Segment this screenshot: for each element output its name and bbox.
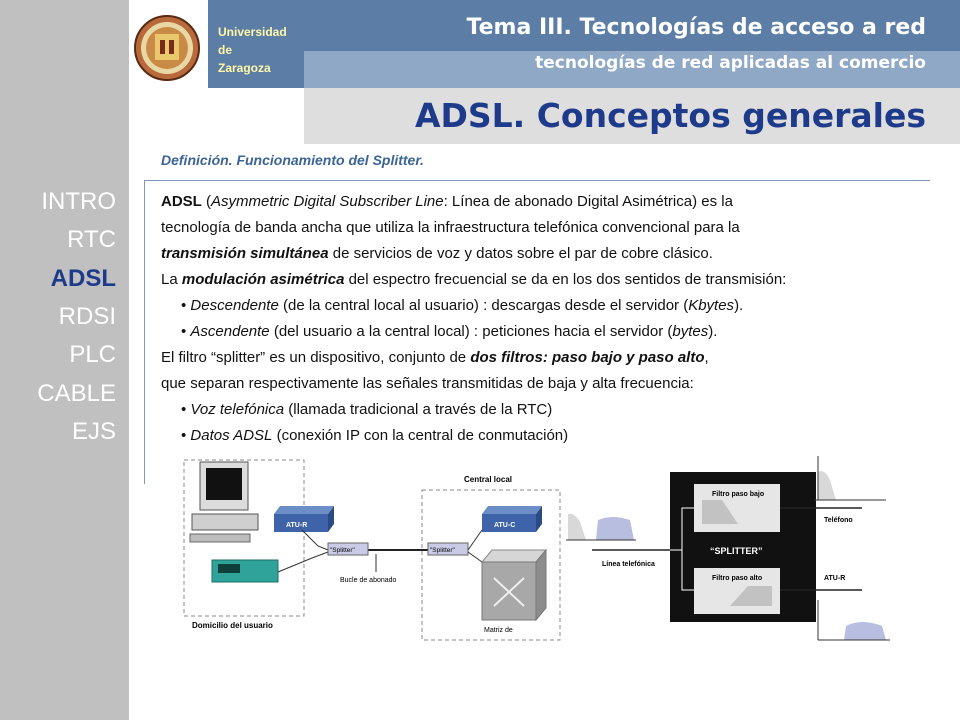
term-italic: Ascendente (190, 323, 270, 340)
phone-output-label: Teléfono (824, 517, 853, 524)
nav-item-intro[interactable]: INTRO (41, 188, 116, 215)
splitter-label: "Splitter" (330, 547, 356, 554)
bullet-item: • Ascendente (del usuario a la central l… (161, 319, 921, 345)
input-spectrum-icon (566, 513, 636, 541)
text-span: La (161, 271, 182, 288)
text-line: El filtro “splitter” es un dispositivo, … (161, 345, 921, 371)
term-bold-italic: dos filtros: paso bajo y paso alto (470, 349, 705, 366)
bullet-item: • Descendente (de la central local al us… (161, 293, 921, 319)
term: ADSL (161, 193, 202, 210)
bullet: • (181, 401, 191, 418)
term-italic: bytes (672, 323, 709, 340)
text-span: , (704, 349, 709, 366)
bullet: • (181, 297, 191, 314)
atu-c-device: ATU-C (482, 506, 542, 532)
divider (144, 180, 930, 181)
university-block: Universidad de Zaragoza (208, 0, 304, 88)
bullet-item: • Voz telefónica (llamada tradicional a … (161, 397, 921, 423)
text-line: La modulación asimétrica del espectro fr… (161, 267, 921, 293)
high-pass-filter-box (694, 568, 780, 614)
wire (467, 529, 483, 551)
text-span: : Línea de abonado Digital Asimétrica) e… (443, 193, 733, 210)
university-seal-logo (133, 14, 201, 82)
matrix-label: Matriz de (484, 627, 513, 634)
central-office-box (421, 489, 561, 641)
section-heading: Definición. Funcionamiento del Splitter. (161, 152, 424, 168)
university-name-line: de (218, 43, 233, 57)
voice-spectrum-icon (814, 456, 886, 501)
text-span: ). (708, 323, 718, 340)
topic-subtitle: tecnologías de red aplicadas al comercio (535, 53, 926, 73)
text-span: de servicios de voz y datos sobre el par… (328, 245, 713, 262)
low-pass-filter-box (694, 484, 780, 532)
text-line: ADSL (Asymmetric Digital Subscriber Line… (161, 189, 921, 215)
nav-item-adsl[interactable]: ADSL (50, 265, 116, 292)
term-italic: Asymmetric Digital Subscriber Line (211, 193, 444, 210)
splitter-title: “SPLITTER” (710, 546, 763, 556)
atu-c-label: ATU-C (494, 522, 515, 529)
term-italic: Descendente (190, 297, 279, 314)
text-span: El filtro “splitter” es un dispositivo, … (161, 349, 471, 366)
atu-r-label: ATU-R (286, 522, 307, 529)
university-name-line: Zaragoza (218, 61, 271, 75)
splitter-label: "Splitter" (430, 547, 456, 554)
wire (681, 507, 694, 550)
telephone-icon (211, 559, 279, 583)
text-span: (del usuario a la central local) : petic… (269, 323, 673, 340)
header-band (304, 0, 960, 51)
wire (681, 550, 694, 591)
page-title: ADSL. Conceptos generales (414, 96, 926, 135)
splitter-central (427, 542, 469, 556)
nav-item-rtc[interactable]: RTC (67, 226, 116, 253)
text-line: tecnología de banda ancha que utiliza la… (161, 219, 740, 236)
nav-item-ejs[interactable]: EJS (71, 418, 116, 445)
wire (467, 551, 483, 563)
nav-item-plc[interactable]: PLC (69, 341, 116, 368)
text-span: (conexión IP con la central de conmutaci… (272, 427, 569, 444)
term-italic: Voz telefónica (190, 401, 285, 418)
body-text: ADSL (Asymmetric Digital Subscriber Line… (161, 189, 921, 449)
switching-matrix-icon (480, 548, 548, 622)
bullet: • (181, 323, 191, 340)
text-span: ). (734, 297, 744, 314)
computer-icon (189, 461, 259, 543)
topic-title: Tema III. Tecnologías de acceso a red (466, 15, 926, 40)
divider (144, 180, 145, 484)
bullet-item: • Datos ADSL (conexión IP con la central… (161, 423, 921, 449)
text-span: ( (201, 193, 212, 210)
user-premises-box (183, 459, 305, 617)
term-italic: Datos ADSL (190, 427, 273, 444)
bullet: • (181, 427, 191, 444)
nav-item-rdsi[interactable]: RDSI (58, 303, 116, 330)
term-bold-italic: modulación asimétrica (181, 271, 345, 288)
term-bold-italic: transmisión simultánea (161, 245, 329, 262)
wire (301, 529, 329, 551)
atu-output-label: ATU-R (824, 575, 845, 582)
adsl-diagram: ATU-R Domicilio del usuario "Splitter" "… (183, 456, 890, 641)
loop-label: Bucle de abonado (340, 577, 397, 584)
text-span: (de la central local al usuario) : desca… (278, 297, 689, 314)
user-premises-label: Domicilio del usuario (192, 621, 273, 630)
text-span: (llamada tradicional a través de la RTC) (284, 401, 553, 418)
text-span: del espectro frecuencial se da en los do… (344, 271, 787, 288)
atu-r-device: ATU-R (274, 506, 334, 532)
high-pass-filter-label: Filtro paso alto (712, 575, 762, 582)
data-spectrum-icon (817, 600, 890, 641)
sidebar (0, 0, 129, 720)
central-office-label: Central local (464, 475, 512, 484)
term-italic: Kbytes (688, 297, 735, 314)
title-box (304, 88, 960, 144)
wire (277, 551, 329, 573)
phone-line-label: Línea telefónica (602, 561, 655, 568)
text-line: que separan respectivamente las señales … (161, 375, 694, 392)
header-subband (304, 51, 960, 88)
nav-item-cable[interactable]: CABLE (37, 380, 116, 407)
text-line: transmisión simultánea de servicios de v… (161, 241, 921, 267)
low-pass-filter-label: Filtro paso bajo (712, 491, 764, 498)
university-name-line: Universidad (218, 25, 287, 39)
splitter-user (327, 542, 369, 556)
